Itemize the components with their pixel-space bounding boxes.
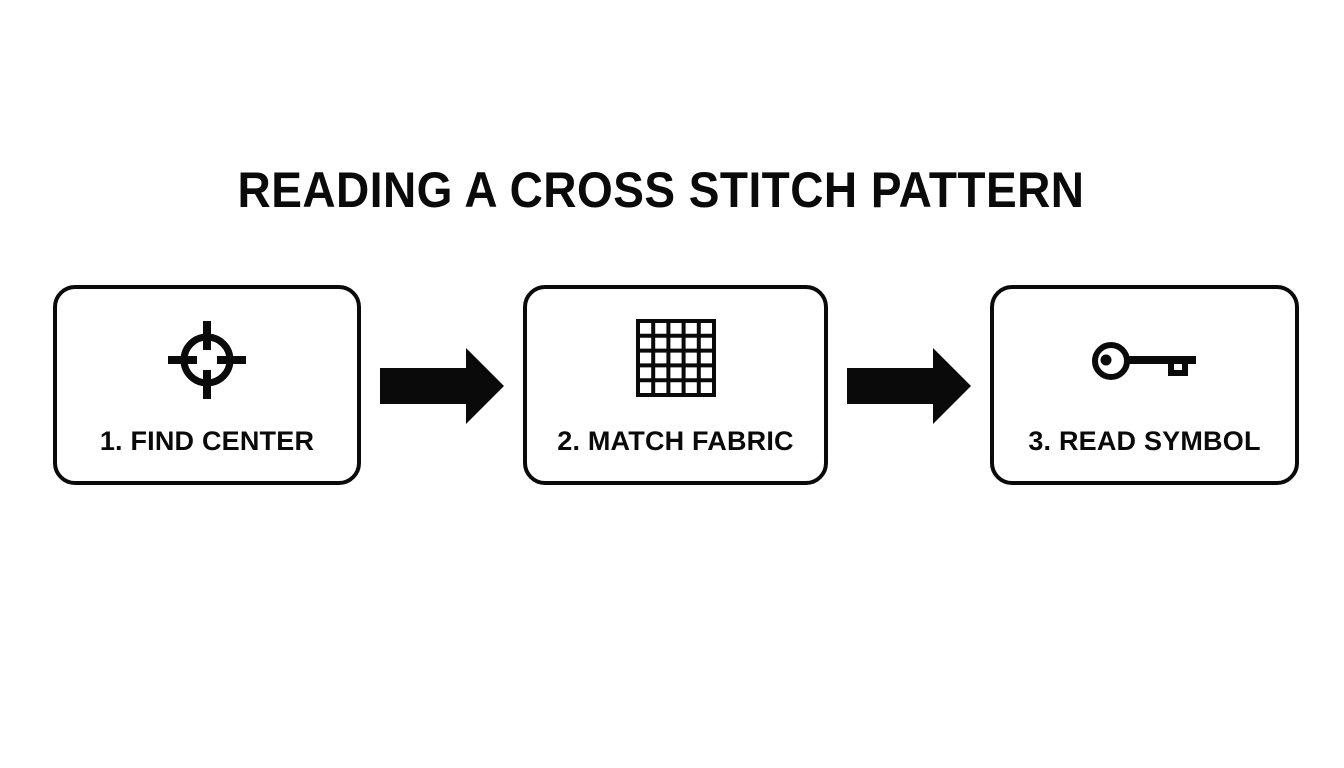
- crosshair-icon: [168, 321, 246, 399]
- arrow-right-icon: [380, 348, 504, 424]
- grid-icon: [635, 319, 716, 397]
- step-match-fabric: 2. MATCH FABRIC: [523, 285, 828, 485]
- step-label: 1. FIND CENTER: [99, 426, 315, 456]
- step-read-symbol: 3. READ SYMBOL: [990, 285, 1299, 485]
- step-find-center: 1. FIND CENTER: [53, 285, 361, 485]
- diagram-title: READING A CROSS STITCH PATTERN: [237, 162, 1085, 218]
- step-label: 3. READ SYMBOL: [1028, 426, 1261, 456]
- arrow-right-icon: [847, 348, 971, 424]
- step-label: 2. MATCH FABRIC: [557, 426, 794, 456]
- key-icon: [1091, 342, 1196, 380]
